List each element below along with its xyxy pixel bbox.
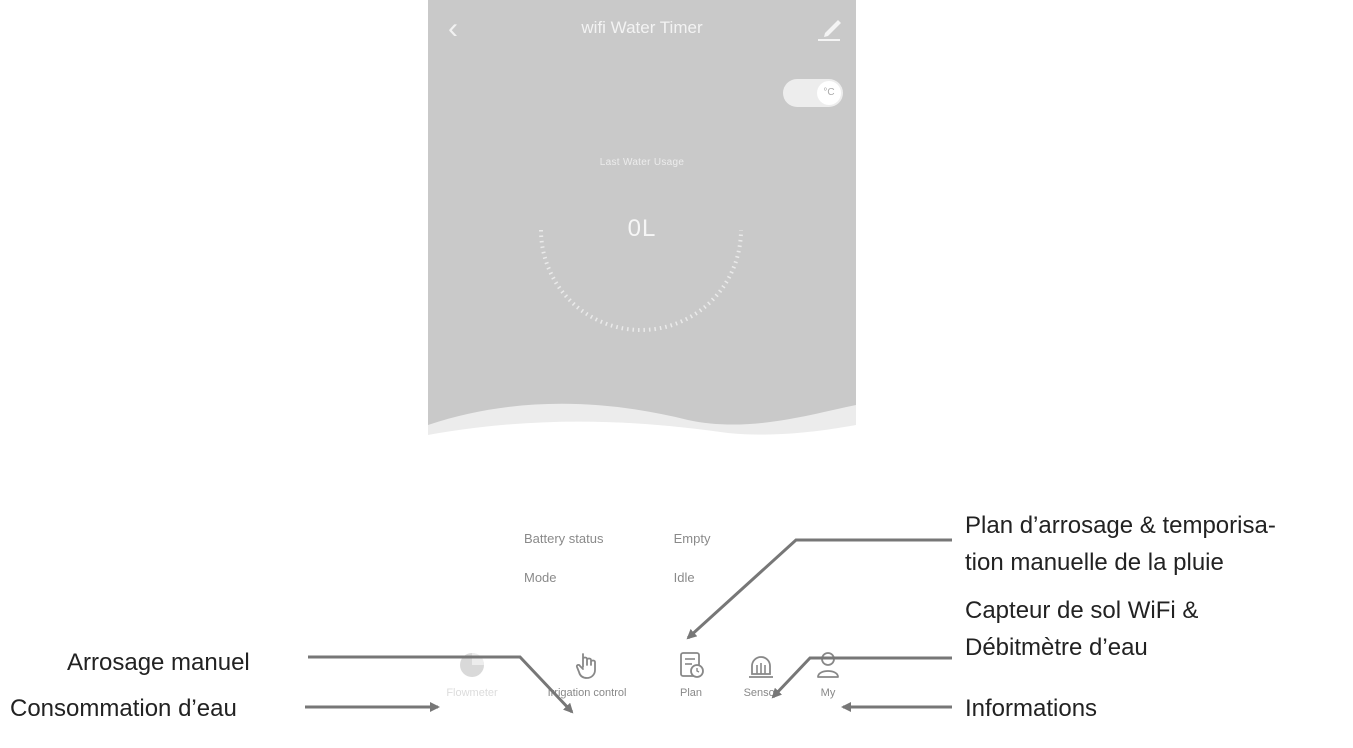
status-row-mode: Mode Idle [524, 570, 695, 585]
toggle-unit-label: °C [817, 81, 841, 105]
usage-gauge [539, 229, 743, 332]
status-value: Empty [673, 531, 711, 546]
annotation-manual: Arrosage manuel [67, 649, 250, 676]
usage-value: 0L [627, 215, 657, 242]
annotation-plan-2: tion manuelle de la pluie [965, 549, 1224, 576]
nav-irrigation-control[interactable]: Irrigation control [532, 650, 642, 699]
nav-label: Sensor [743, 687, 779, 699]
unit-toggle[interactable]: °C [783, 79, 843, 107]
sensor-icon [749, 656, 773, 678]
arrow-plan [686, 538, 952, 640]
status-row-battery: Battery status Empty [524, 531, 710, 546]
chevron-left-icon[interactable]: ‹ [448, 12, 458, 45]
annotation-sensor-1: Capteur de sol WiFi & [965, 597, 1199, 624]
annotation-consumption: Consommation d’eau [10, 695, 237, 722]
hand-pointer-icon [575, 653, 596, 679]
usage-label: Last Water Usage [599, 157, 685, 168]
nav-label: Irrigation control [547, 687, 627, 699]
nav-label: Plan [679, 687, 703, 699]
nav-label: My [820, 687, 836, 699]
status-value: Idle [673, 570, 695, 585]
annotation-info: Informations [965, 695, 1098, 722]
pie-chart-icon [460, 653, 484, 677]
nav-plan[interactable]: Plan [666, 650, 716, 699]
annotation-sensor-2: Débitmètre d’eau [965, 634, 1148, 661]
device-panel: ‹ wifi Water Timer °C Last Water Usage 0… [428, 0, 856, 440]
status-key: Mode [524, 570, 557, 585]
nav-sensor[interactable]: Sensor [736, 650, 786, 699]
nav-label: Flowmeter [446, 687, 498, 699]
pencil-icon[interactable] [814, 14, 844, 42]
status-key: Battery status [524, 531, 604, 546]
wave-decoration [428, 403, 856, 440]
schedule-icon [680, 652, 704, 678]
annotation-plan-1: Plan d’arrosage & temporisa- [965, 512, 1276, 539]
person-icon [817, 652, 839, 678]
nav-flowmeter[interactable]: Flowmeter [437, 650, 507, 699]
nav-my[interactable]: My [806, 650, 850, 699]
app-title: wifi Water Timer [581, 18, 703, 37]
arrow-sensor [771, 656, 952, 699]
